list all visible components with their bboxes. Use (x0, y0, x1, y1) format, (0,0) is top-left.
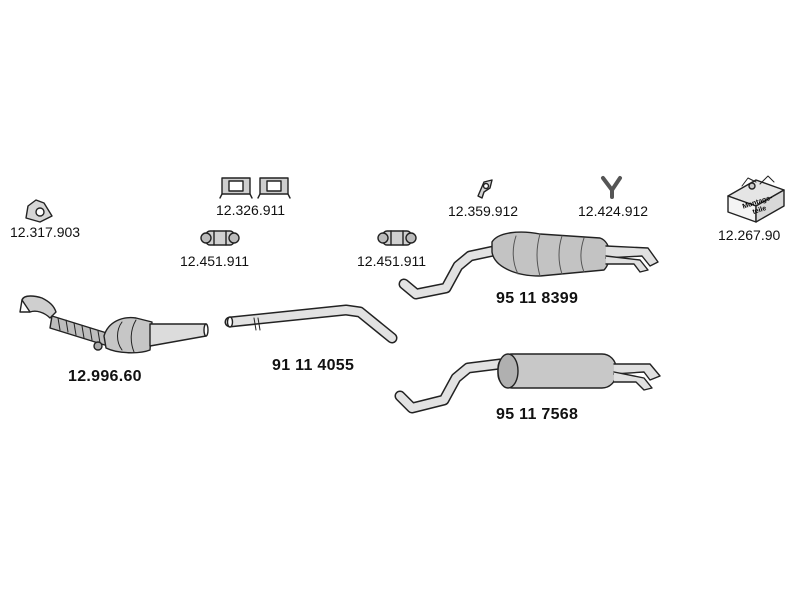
rear-silencer-drawing (394, 353, 661, 414)
label-rear-silencer: 95 11 7568 (496, 406, 579, 423)
clamp-right-icon (377, 230, 417, 246)
front-pipe-drawing (224, 304, 398, 344)
label-clamp-left: 12.451.911 (180, 253, 250, 269)
y-hanger-icon (601, 176, 622, 199)
bracket-icon (477, 179, 493, 199)
gasket-icon (25, 199, 53, 223)
label-y-hanger: 12.424.912 (578, 203, 649, 219)
label-rear-silencer-twin: 95 11 8399 (496, 290, 579, 307)
label-mounting-kit: 12.267.90 (718, 227, 781, 243)
label-catalytic-converter: 12.996.60 (68, 368, 142, 385)
catalytic-converter-drawing (19, 295, 209, 354)
label-front-pipe: 91 11 4055 (272, 357, 355, 374)
rear-silencer-twin-drawing (398, 231, 659, 300)
label-gasket: 12.317.903 (10, 224, 81, 240)
kit-box-text-2: teile (752, 205, 768, 216)
label-hanger-pair: 12.326.911 (216, 202, 286, 218)
label-clamp-right: 12.451.911 (357, 253, 427, 269)
hanger-icon (219, 177, 291, 199)
kit-box-icon (727, 175, 785, 223)
clamp-left-icon (200, 230, 240, 246)
label-bracket: 12.359.912 (448, 203, 519, 219)
